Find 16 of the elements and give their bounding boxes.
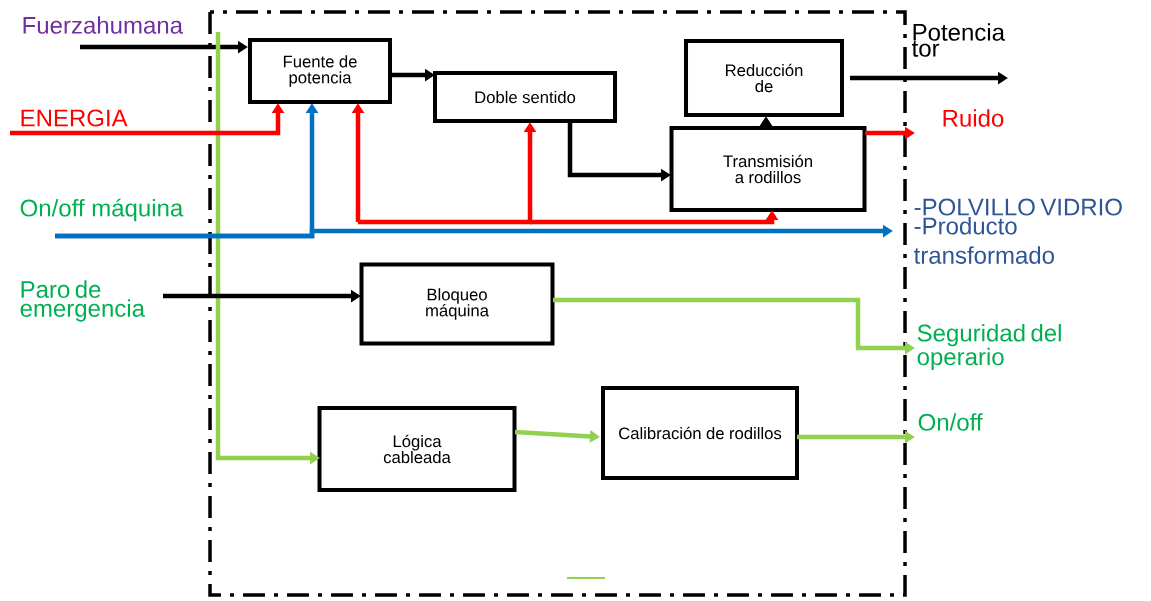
signal-label: -POLVILLO VIDRIO -Producto transformado — [913, 198, 1122, 264]
process-box: Fuente de potencia — [248, 38, 392, 104]
process-box: Calibración de rodillos — [601, 386, 799, 480]
signal-label: On/off máquina — [20, 198, 184, 222]
signal-label: On/off — [918, 413, 983, 431]
signal-label: Paro de emergencia — [20, 280, 145, 322]
process-box: Lógica cableada — [317, 406, 517, 492]
signal-label: Fuerzahumana — [23, 16, 183, 34]
signal-label: Seguridad del operario — [917, 323, 1061, 371]
process-box: Transmisión a rodillos — [669, 126, 867, 212]
process-box: Bloqueo máquina — [359, 262, 555, 346]
process-box: Doble sentido — [433, 71, 617, 123]
process-box: Reducción de — [684, 39, 844, 117]
signal-label: Ruido — [943, 109, 1004, 127]
signal-label: ENERGIA — [21, 109, 128, 127]
signal-label: Potencia tor — [911, 23, 1005, 57]
